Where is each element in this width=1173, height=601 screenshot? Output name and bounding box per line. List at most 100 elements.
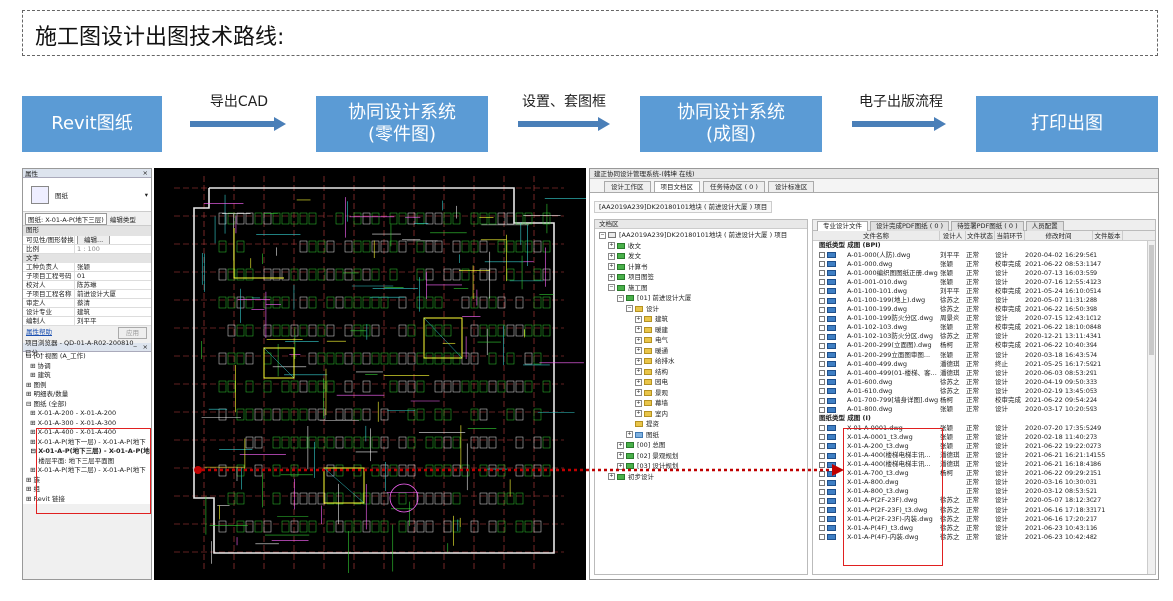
row-checkbox[interactable]	[819, 306, 825, 313]
properties-help-link[interactable]: 属性帮助	[26, 328, 52, 336]
tree-node[interactable]: +收文	[595, 241, 807, 252]
property-row[interactable]: 校对人 陈苏琳	[23, 281, 151, 290]
row-checkbox[interactable]	[819, 361, 825, 368]
tree-node[interactable]: +园电	[595, 377, 807, 388]
list-tab[interactable]: 设计完成PDF图纸 ( 0 )	[870, 221, 950, 231]
row-checkbox[interactable]	[819, 488, 825, 495]
tree-node[interactable]: +给排水	[595, 356, 807, 367]
browser-tree-item[interactable]: ⊞ 明细表/数量	[23, 390, 151, 400]
row-checkbox[interactable]	[819, 497, 825, 504]
row-checkbox[interactable]	[819, 297, 825, 304]
row-checkbox[interactable]	[819, 443, 825, 450]
browser-tree-item[interactable]: ⊞ 图例	[23, 380, 151, 390]
browser-tree-item[interactable]: ⊞ 协调	[23, 361, 151, 371]
tab-item[interactable]: 设计工作区	[604, 181, 651, 192]
tab-item[interactable]: 任务待办区 ( 0 )	[703, 181, 765, 192]
browser-tree-item[interactable]: ⊞ Revit 链接	[23, 494, 151, 504]
expand-icon[interactable]: +	[608, 263, 615, 270]
row-checkbox[interactable]	[819, 270, 825, 277]
property-row[interactable]: 审定人 蔡清	[23, 299, 151, 308]
property-row[interactable]: 设计专业 建筑	[23, 308, 151, 317]
tree-node[interactable]: +建筑	[595, 314, 807, 325]
project-path-field[interactable]: [AA2019A239]DK20180101地块 ( 前进设计大厦 ) 项目	[594, 201, 773, 213]
row-checkbox[interactable]	[819, 370, 825, 377]
file-list-scrollbar[interactable]	[1147, 241, 1155, 574]
browser-tree-item[interactable]: ⊟ X-01-A-P(地下三层) - X-01-A-P(地	[23, 447, 151, 457]
property-value[interactable]: 建筑	[77, 308, 90, 316]
property-value[interactable]: 陈苏琳	[77, 281, 97, 289]
tree-node[interactable]: +初步设计	[595, 472, 807, 483]
tree-node[interactable]: −施工图	[595, 283, 807, 294]
tree-node[interactable]: −[01] 前进设计大厦	[595, 293, 807, 304]
expand-icon[interactable]: +	[635, 357, 642, 365]
row-checkbox[interactable]	[819, 425, 825, 432]
browser-tree-item[interactable]: ⊞ X-01-A-P(地下一层) - X-01-A-P(地下	[23, 437, 151, 447]
tree-node[interactable]: +计算书	[595, 262, 807, 273]
column-header[interactable]: 文件版本	[1093, 231, 1123, 240]
browser-tree-item[interactable]: ⊞ X-01-A-400 - X-01-A-400	[23, 428, 151, 438]
browser-tree-item[interactable]: ⊟ 图纸 (全部)	[23, 399, 151, 409]
section-text[interactable]: 文字	[23, 253, 151, 263]
tree-node[interactable]: +室内	[595, 409, 807, 420]
tree-node[interactable]: +电气	[595, 335, 807, 346]
property-row[interactable]: 工种负责人 张颖	[23, 263, 151, 272]
property-value[interactable]: 蔡清	[77, 299, 90, 307]
file-group-header[interactable]: 图纸类型 成图 (BPI)	[819, 241, 881, 249]
edit-type-button[interactable]: 编辑类型	[109, 215, 136, 224]
tree-node[interactable]: +结构	[595, 367, 807, 378]
expand-icon[interactable]: +	[635, 378, 642, 386]
instance-dropdown[interactable]: 图纸: X-01-A-P(地下三层)	[25, 212, 107, 225]
row-checkbox[interactable]	[819, 452, 825, 459]
expand-icon[interactable]: +	[608, 252, 615, 260]
column-header[interactable]: 文件名称	[813, 231, 940, 240]
tab-item[interactable]: 设计标准区	[767, 181, 815, 192]
tab-item[interactable]: 项目文档区	[653, 181, 700, 192]
property-row[interactable]: 子项目工程名称 前进设计大厦	[23, 290, 151, 299]
property-row[interactable]: 编制人 刘平平	[23, 317, 151, 326]
browser-tree-item[interactable]: 楼层平面: 地下三层平面图	[23, 456, 151, 466]
close-icon[interactable]: ×	[142, 169, 148, 177]
row-checkbox[interactable]	[819, 333, 825, 340]
browser-tree-item[interactable]: ⊞ X-01-A-300 - X-01-A-300	[23, 418, 151, 428]
column-header[interactable]: 修改时间	[1025, 231, 1093, 240]
expand-icon[interactable]: +	[617, 462, 624, 470]
row-checkbox[interactable]	[819, 379, 825, 386]
property-value[interactable]: 刘平平	[77, 317, 97, 325]
edit-button[interactable]: 编辑...	[77, 235, 111, 244]
row-checkbox[interactable]	[819, 397, 825, 404]
row-checkbox[interactable]	[819, 461, 825, 468]
expand-icon[interactable]: +	[635, 326, 642, 333]
expand-icon[interactable]: −	[608, 284, 615, 291]
row-checkbox[interactable]	[819, 388, 825, 395]
expand-icon[interactable]: −	[599, 231, 606, 239]
property-value[interactable]: 前进设计大厦	[77, 290, 116, 298]
expand-icon[interactable]: +	[617, 441, 624, 449]
column-header[interactable]: 设计人	[940, 231, 966, 240]
expand-icon[interactable]: +	[635, 389, 642, 396]
row-checkbox[interactable]	[819, 406, 825, 413]
row-checkbox[interactable]	[819, 479, 825, 486]
expand-icon[interactable]: +	[635, 347, 642, 354]
row-checkbox[interactable]	[819, 534, 825, 541]
expand-icon[interactable]: −	[626, 305, 633, 312]
tree-node[interactable]: +暖通	[595, 346, 807, 357]
